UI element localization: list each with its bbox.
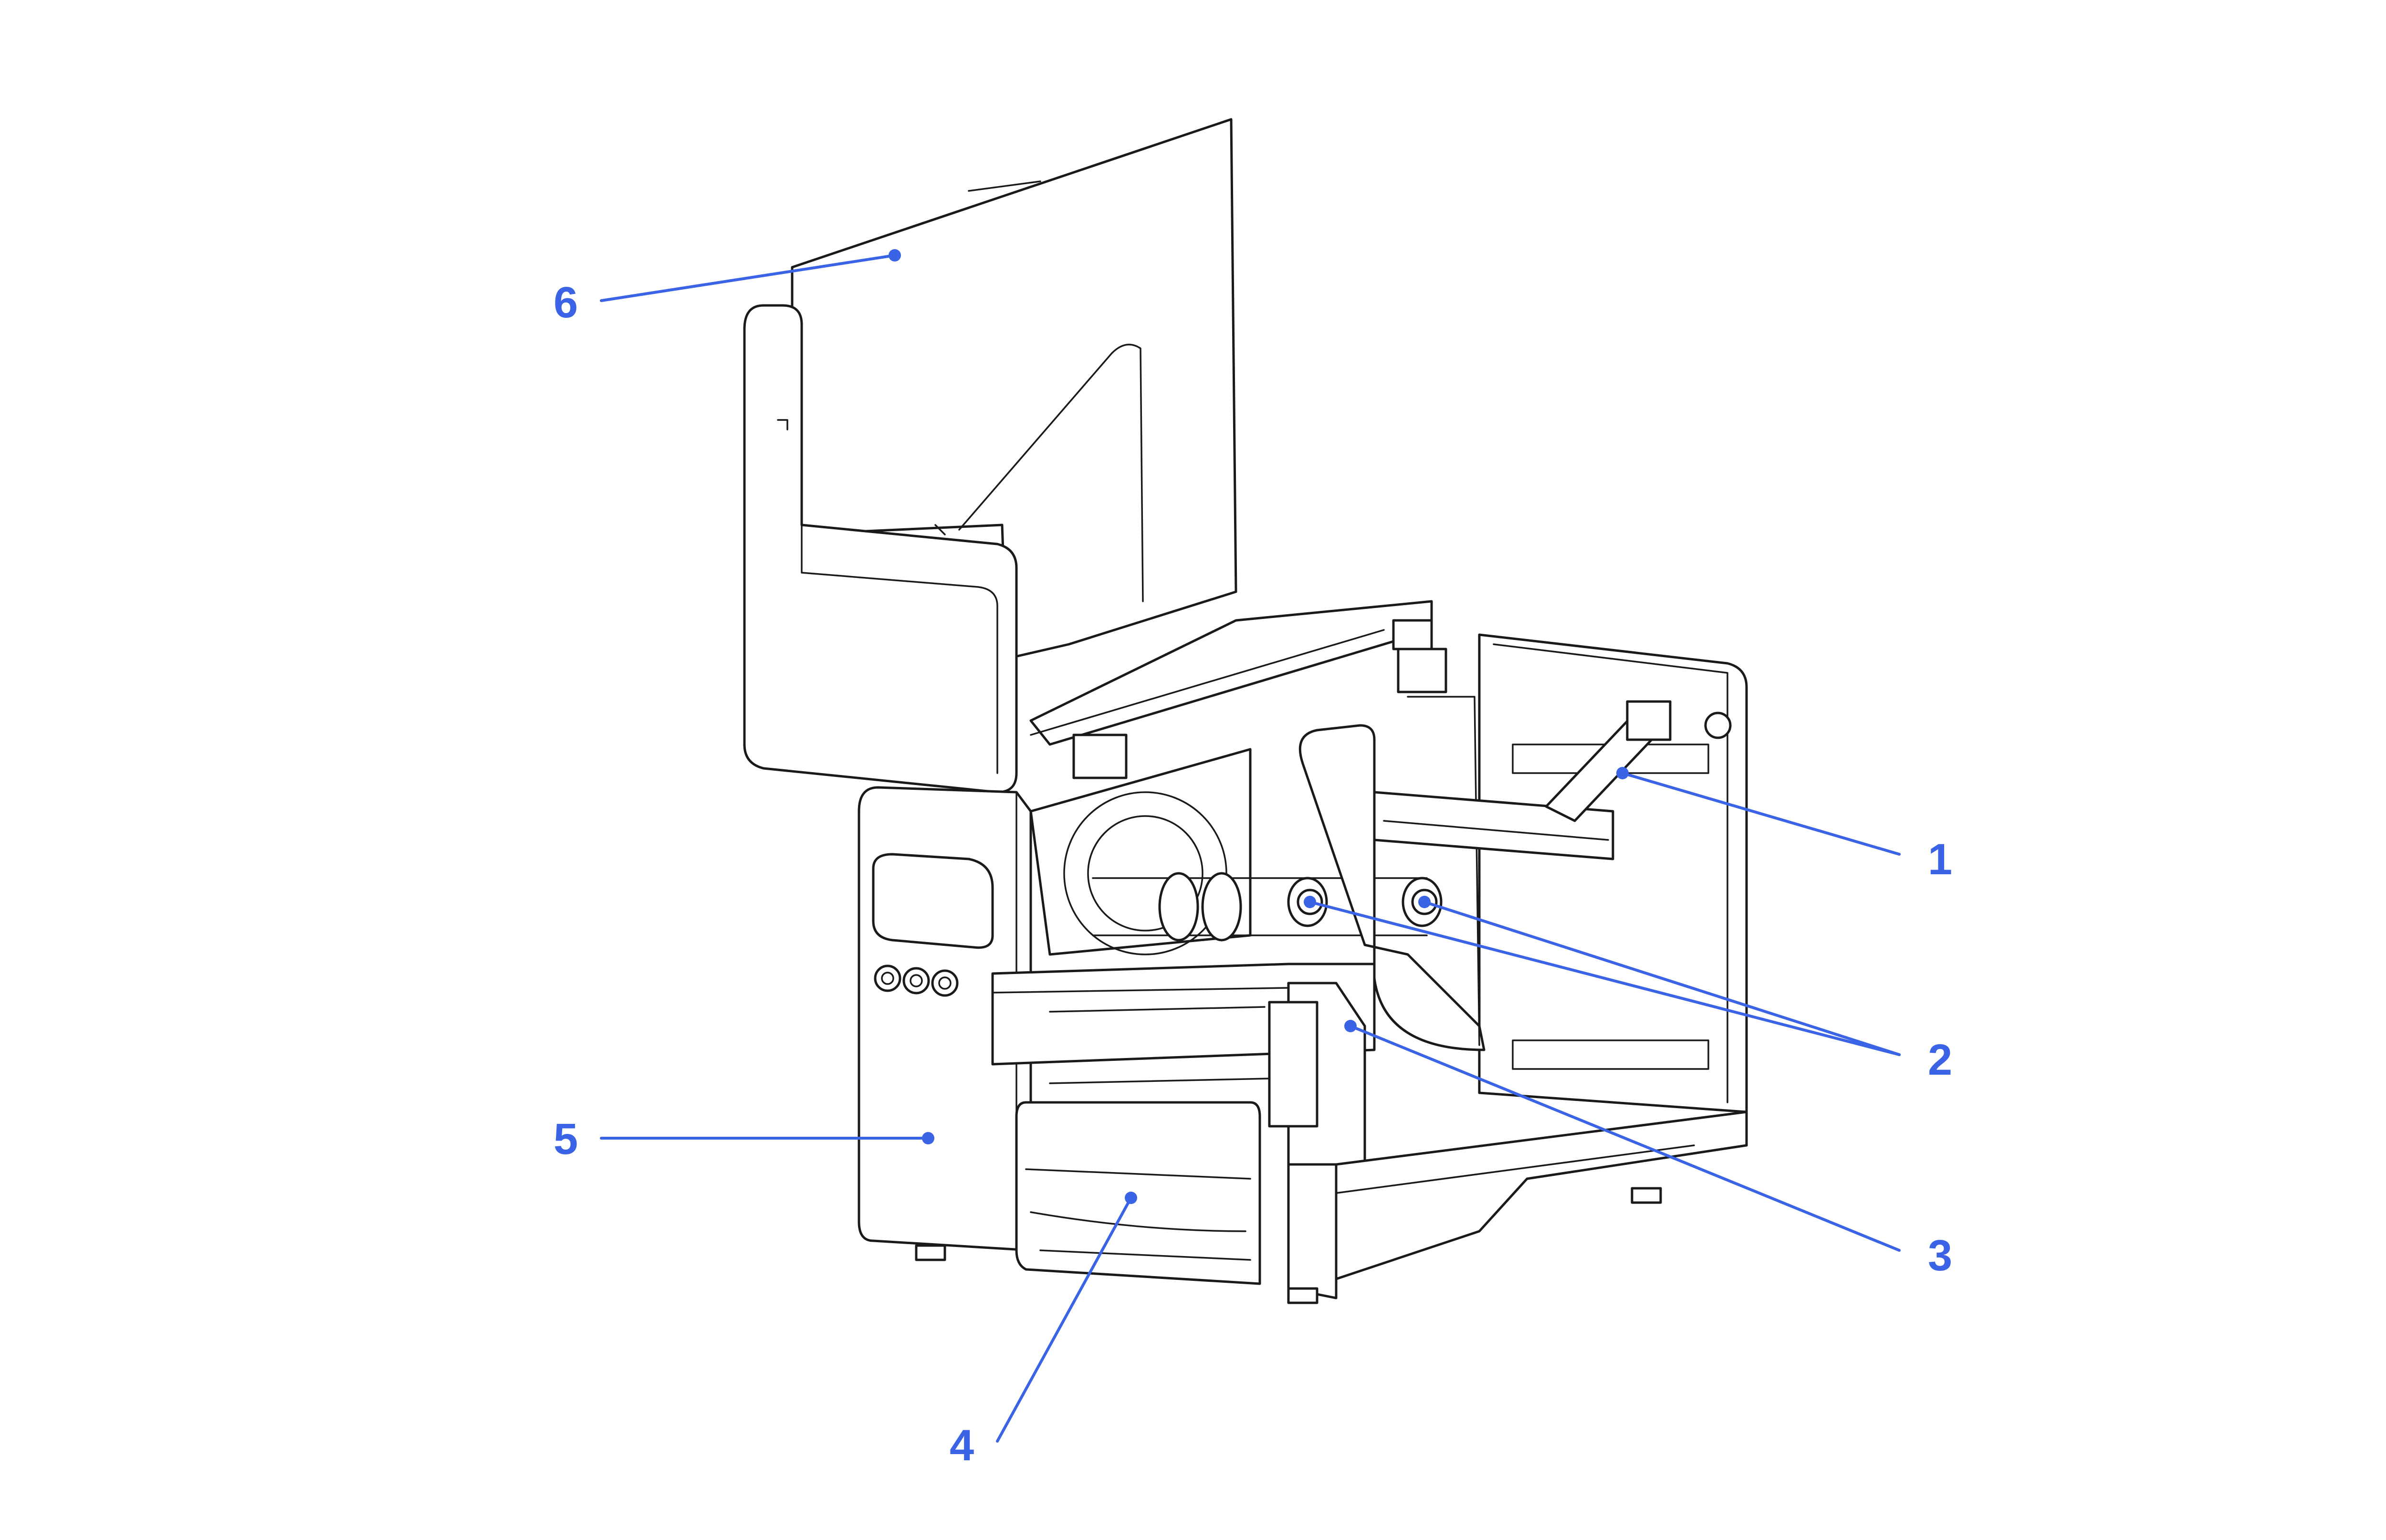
printer-illustration: [743, 118, 1748, 1304]
callout-4: 4: [950, 1192, 1137, 1470]
callout-label-4: 4: [950, 1421, 974, 1470]
callout-3: 3: [1344, 1020, 1952, 1280]
callout-5: 5: [554, 1115, 934, 1163]
left-housing: [858, 786, 1032, 1252]
callout-label-3: 3: [1928, 1231, 1952, 1280]
print-mechanism: [991, 963, 1748, 1299]
callout-label-1: 1: [1928, 835, 1952, 884]
ribbon-mechanism: [1029, 696, 1732, 1051]
callout-2: 2: [1304, 896, 1952, 1084]
callout-label-5: 5: [554, 1115, 578, 1163]
front-door: [1015, 1078, 1270, 1285]
media-cover: [743, 118, 1237, 794]
callout-6: 6: [554, 249, 901, 327]
callout-1: 1: [1616, 767, 1952, 884]
callouts: 1 2 3 4 5: [554, 249, 1952, 1470]
callout-label-2: 2: [1928, 1036, 1952, 1084]
chassis-frame: [1029, 600, 1748, 1113]
callout-label-6: 6: [554, 278, 578, 327]
